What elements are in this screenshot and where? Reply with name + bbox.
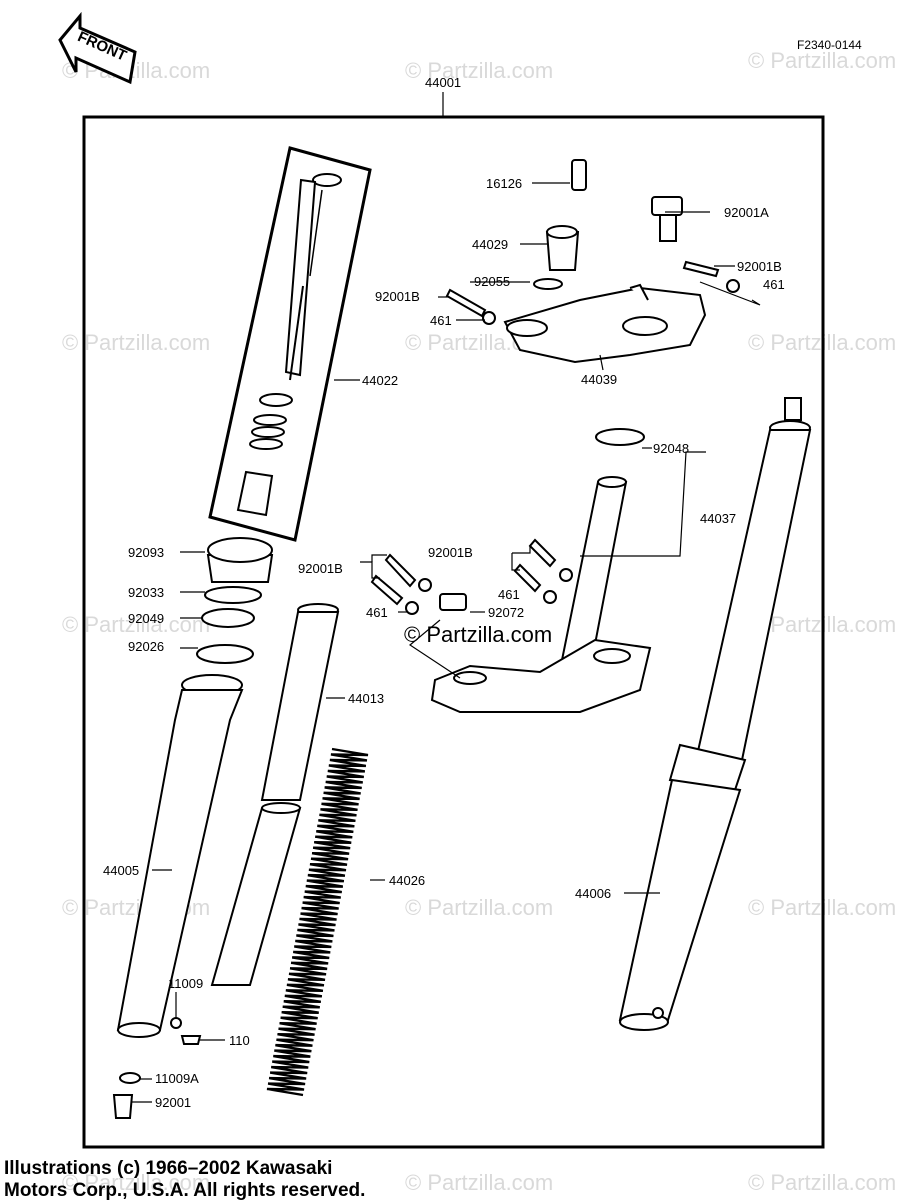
part-label: 44039	[581, 372, 618, 387]
watermark: © Partzilla.com	[405, 1170, 554, 1195]
fork-seals	[196, 537, 274, 664]
part-label: 44006	[575, 886, 612, 901]
watermark-center: © Partzilla.com	[404, 622, 553, 647]
part-label: 92001B	[298, 561, 343, 576]
part-label: 16126	[486, 176, 523, 191]
part-label: 461	[498, 587, 520, 602]
part-label: 92001B	[428, 545, 473, 560]
left-outer-tube	[116, 674, 244, 1038]
damper-rod	[236, 173, 342, 517]
part-label: 461	[763, 277, 785, 292]
fork-spring	[266, 747, 369, 1097]
part-label: 11009	[168, 976, 204, 991]
part-label: 92026	[128, 639, 165, 654]
part-label: 461	[430, 313, 452, 328]
part-label: 92001B	[737, 259, 782, 274]
copyright-line-2: Motors Corp., U.S.A. All rights reserved…	[4, 1180, 366, 1201]
part-label: 44001	[425, 75, 462, 90]
part-label: 92093	[128, 545, 165, 560]
part-label: 110	[229, 1033, 250, 1048]
copyright-line-1: Illustrations (c) 1966–2002 Kawasaki	[4, 1158, 333, 1179]
right-fork-assembly	[618, 397, 812, 1031]
part-label: 461	[366, 605, 388, 620]
part-label: 92072	[488, 605, 525, 620]
front-arrow-icon	[58, 11, 137, 85]
part-label: 92001A	[724, 205, 769, 220]
part-label: 92048	[653, 441, 690, 456]
part-label: 44022	[362, 373, 399, 388]
cap-bolt	[533, 159, 587, 290]
part-label: 11009A	[155, 1071, 199, 1086]
watermark: © Partzilla.com	[748, 48, 897, 73]
part-label: 44013	[348, 691, 385, 706]
inner-tube	[210, 603, 340, 986]
part-label: 92033	[128, 585, 165, 600]
watermark: © Partzilla.com	[748, 1170, 897, 1195]
watermark: © Partzilla.com	[62, 612, 211, 637]
part-label: 44037	[700, 511, 737, 526]
leader-lines	[132, 182, 761, 1103]
assembly-frame	[82, 115, 825, 1149]
part-label: 44029	[472, 237, 509, 252]
bolts	[445, 196, 740, 325]
part-label: 92055	[474, 274, 511, 289]
part-label: 44005	[103, 863, 140, 878]
watermark: © Partzilla.com	[405, 895, 554, 920]
upper-bracket	[503, 283, 707, 364]
part-label: 44026	[389, 873, 426, 888]
steering-stem	[370, 428, 652, 713]
part-label: 92001B	[375, 289, 420, 304]
drain-screw	[112, 1017, 202, 1119]
watermark: © Partzilla.com	[62, 330, 211, 355]
watermark: © Partzilla.com	[405, 58, 554, 83]
fork-inner-kit-box	[208, 146, 372, 542]
part-label: 92049	[128, 611, 165, 626]
part-label: 92001	[155, 1095, 192, 1110]
figure-code: F2340-0144	[797, 38, 862, 52]
watermark: © Partzilla.com	[62, 1170, 211, 1195]
